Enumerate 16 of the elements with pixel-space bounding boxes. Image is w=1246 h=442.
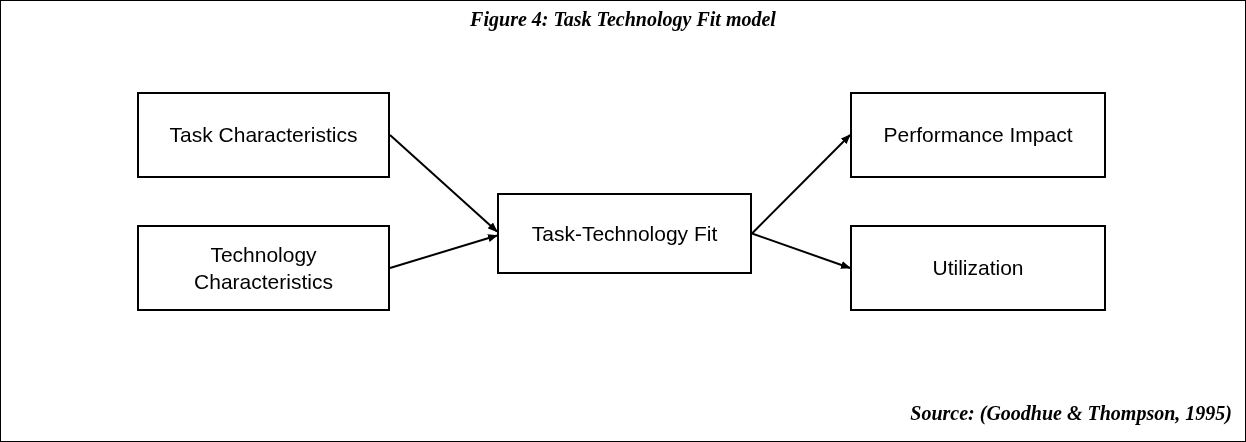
process-box [497,193,752,274]
process-box [850,92,1106,178]
arrow [751,232,851,269]
arrow [389,234,498,269]
process-box [137,92,390,178]
box-label: Performance Impact [883,122,1073,149]
source-caption: Source: (Goodhue & Thompson, 1995) [910,401,1232,427]
arrow [751,134,851,235]
process-box [850,225,1106,311]
arrow [389,134,498,233]
process-box [137,225,390,311]
box-label: Task-Technology Fit [531,220,718,247]
box-label: Technology Characteristics [193,241,334,295]
figure-title: Figure 4: Task Technology Fit model [469,7,777,33]
box-label: Task Characteristics [169,122,358,149]
box-label: Utilization [932,255,1024,282]
